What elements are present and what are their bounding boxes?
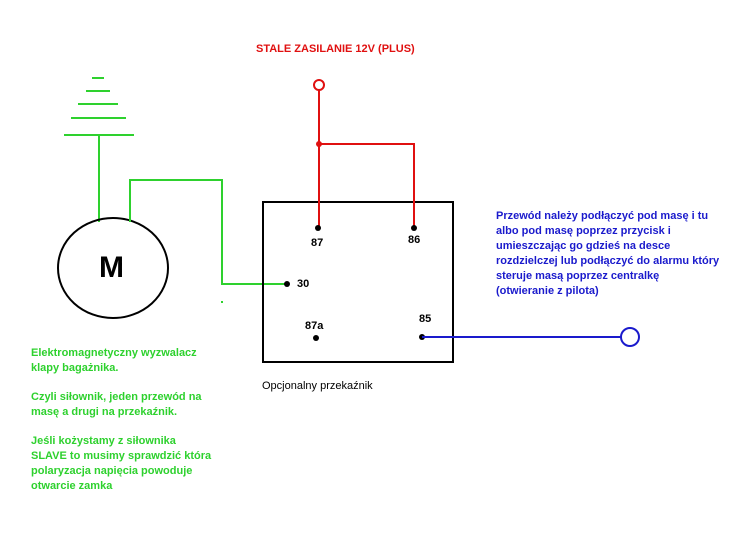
motor-circle (57, 217, 169, 319)
motor-label: M (99, 251, 124, 284)
relay-caption: Opcjonalny przekaźnik (262, 380, 373, 392)
ground-symbol (64, 77, 134, 222)
pin-87: 87 (311, 237, 324, 249)
pin-30: 30 (297, 278, 310, 290)
pin-87a: 87a (305, 320, 324, 332)
pin-86: 86 (408, 234, 421, 246)
plus-wire (313, 79, 415, 228)
pin-85: 85 (419, 313, 432, 325)
note-left-3: Jeśli kożystamy z siłownika SLAVE to mus… (31, 435, 212, 492)
stray-dot (221, 301, 223, 303)
note-right: Przewód należy podłączyć pod masę i tu a… (496, 210, 720, 297)
relay-box (262, 201, 454, 363)
plus-junction (316, 141, 322, 147)
note-left-1: Elektromagnetyczny wyzwalacz klapy bagaż… (31, 347, 197, 374)
motor-to-relay-wire (129, 179, 287, 285)
ground-wire (422, 327, 640, 347)
note-left-2: Czyli siłownik, jeden przewód na masę a … (31, 391, 202, 418)
title: STALE ZASILANIE 12V (PLUS) (256, 43, 415, 55)
